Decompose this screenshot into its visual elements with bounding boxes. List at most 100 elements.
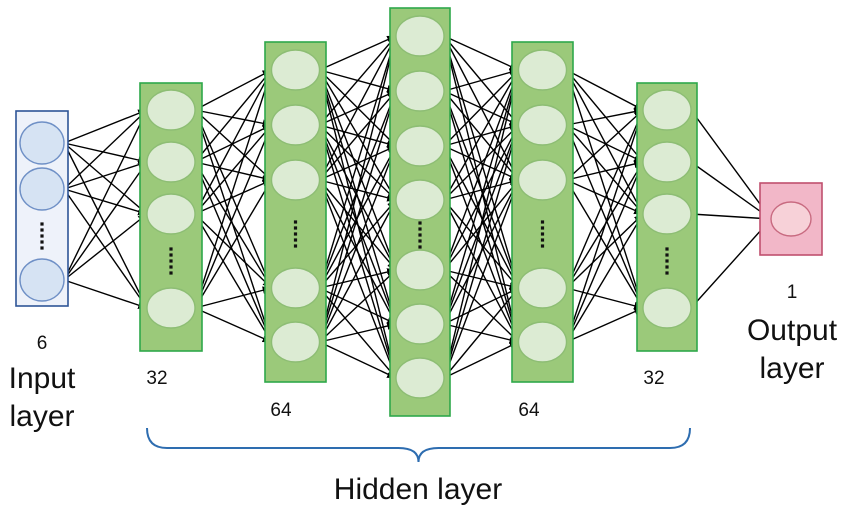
neuron-node [642, 89, 692, 131]
connection-line [319, 269, 397, 343]
connection-line [319, 35, 397, 71]
input-count-label: 6 [37, 333, 48, 354]
neuron-node [517, 49, 568, 91]
ellipsis-dot [169, 253, 173, 257]
layer-output [759, 182, 823, 256]
ellipsis-dot [293, 232, 298, 236]
neuron-node [146, 141, 196, 183]
ellipsis-dot [293, 226, 298, 230]
connection-line [63, 161, 148, 281]
connection-line [566, 109, 644, 181]
connection-line [565, 69, 644, 163]
ellipsis-dot [665, 265, 669, 269]
connection-line [443, 69, 520, 147]
ellipsis-dot [40, 246, 44, 250]
connection-line [443, 124, 520, 201]
input-layer-label-line-2: layer [9, 400, 74, 433]
ellipsis-dot [540, 220, 545, 224]
input-layer-label-line-1: Input [9, 362, 76, 395]
layers [15, 7, 823, 417]
ellipsis-dot [418, 239, 422, 243]
connection-line [194, 124, 273, 309]
ellipsis-dot [540, 244, 545, 248]
ellipsis-dot [665, 259, 669, 263]
ellipsis-dot [169, 259, 173, 263]
connection-line [194, 307, 273, 343]
neuron-node [642, 141, 692, 183]
connection-line [443, 145, 520, 289]
connection-line [194, 109, 273, 289]
layer-hidden-1 [139, 82, 203, 352]
ellipsis-dot [293, 244, 298, 248]
ellipsis-dot [169, 265, 173, 269]
neuron-node [395, 15, 445, 57]
neuron-node [395, 357, 445, 399]
ellipsis-dot [540, 232, 545, 236]
connection-line [318, 179, 397, 325]
output-count-label: 1 [787, 282, 798, 303]
connection-line [565, 109, 644, 343]
connection-line [443, 69, 520, 325]
connection-line [443, 341, 520, 379]
ellipsis-dot [540, 238, 545, 242]
connection-line [319, 268, 397, 289]
connection-line [443, 69, 520, 271]
hidden-5-count-label: 32 [643, 368, 664, 389]
connection-line [194, 69, 273, 163]
layer-input [15, 110, 69, 307]
ellipsis-dot [293, 220, 298, 224]
connection-line [194, 124, 273, 163]
connection-line [63, 188, 148, 309]
connection-line [194, 109, 273, 128]
connection-line [443, 199, 520, 289]
connection-line [194, 69, 273, 111]
connection-line [565, 69, 645, 309]
connection-line [443, 287, 520, 379]
neuron-node [270, 104, 321, 146]
ellipsis-dot [418, 221, 422, 225]
connection-line [318, 145, 397, 343]
layer-hidden-5 [636, 82, 698, 352]
neuron-node [270, 49, 321, 91]
connection-line [194, 109, 273, 181]
connections-hidden-5-to-output [690, 109, 772, 309]
neuron-node [270, 321, 321, 363]
connection-line [566, 107, 644, 126]
connection-line [63, 142, 148, 164]
connection-line [443, 35, 520, 71]
connections-hidden-4-to-hidden-5 [565, 69, 645, 343]
layer-hidden-4 [511, 41, 574, 383]
connections-input-to-hidden-1 [63, 109, 148, 309]
neuron-node [642, 193, 692, 235]
connection-line [194, 213, 273, 289]
hidden-2-count-label: 64 [270, 400, 292, 421]
connection-line [319, 322, 397, 343]
neuron-node [19, 121, 65, 165]
connection-line [63, 142, 148, 215]
hidden-layer-brace [146, 427, 691, 463]
connection-line [566, 124, 644, 163]
neuron-node [19, 167, 65, 211]
ellipsis-dot [418, 245, 422, 249]
connection-line [443, 178, 520, 201]
ellipsis-dot [293, 238, 298, 242]
ellipsis-dot [665, 271, 669, 275]
neuron-node [517, 159, 568, 201]
connection-line [318, 124, 397, 271]
connections [63, 35, 772, 379]
ellipsis-dot [169, 271, 173, 275]
connection-line [194, 161, 273, 343]
connection-line [690, 161, 772, 220]
connection-line [63, 142, 148, 309]
connection-line [443, 69, 521, 379]
connection-line [690, 213, 772, 223]
ellipsis-dots-icon [418, 221, 422, 249]
output-layer-label-line-2: layer [759, 352, 824, 385]
connection-line [194, 161, 273, 289]
layer-hidden-2 [264, 41, 327, 383]
connection-line [63, 109, 148, 281]
connections-hidden-3-to-hidden-4 [443, 35, 521, 379]
neuron-node [642, 287, 692, 329]
connection-line [566, 160, 644, 181]
